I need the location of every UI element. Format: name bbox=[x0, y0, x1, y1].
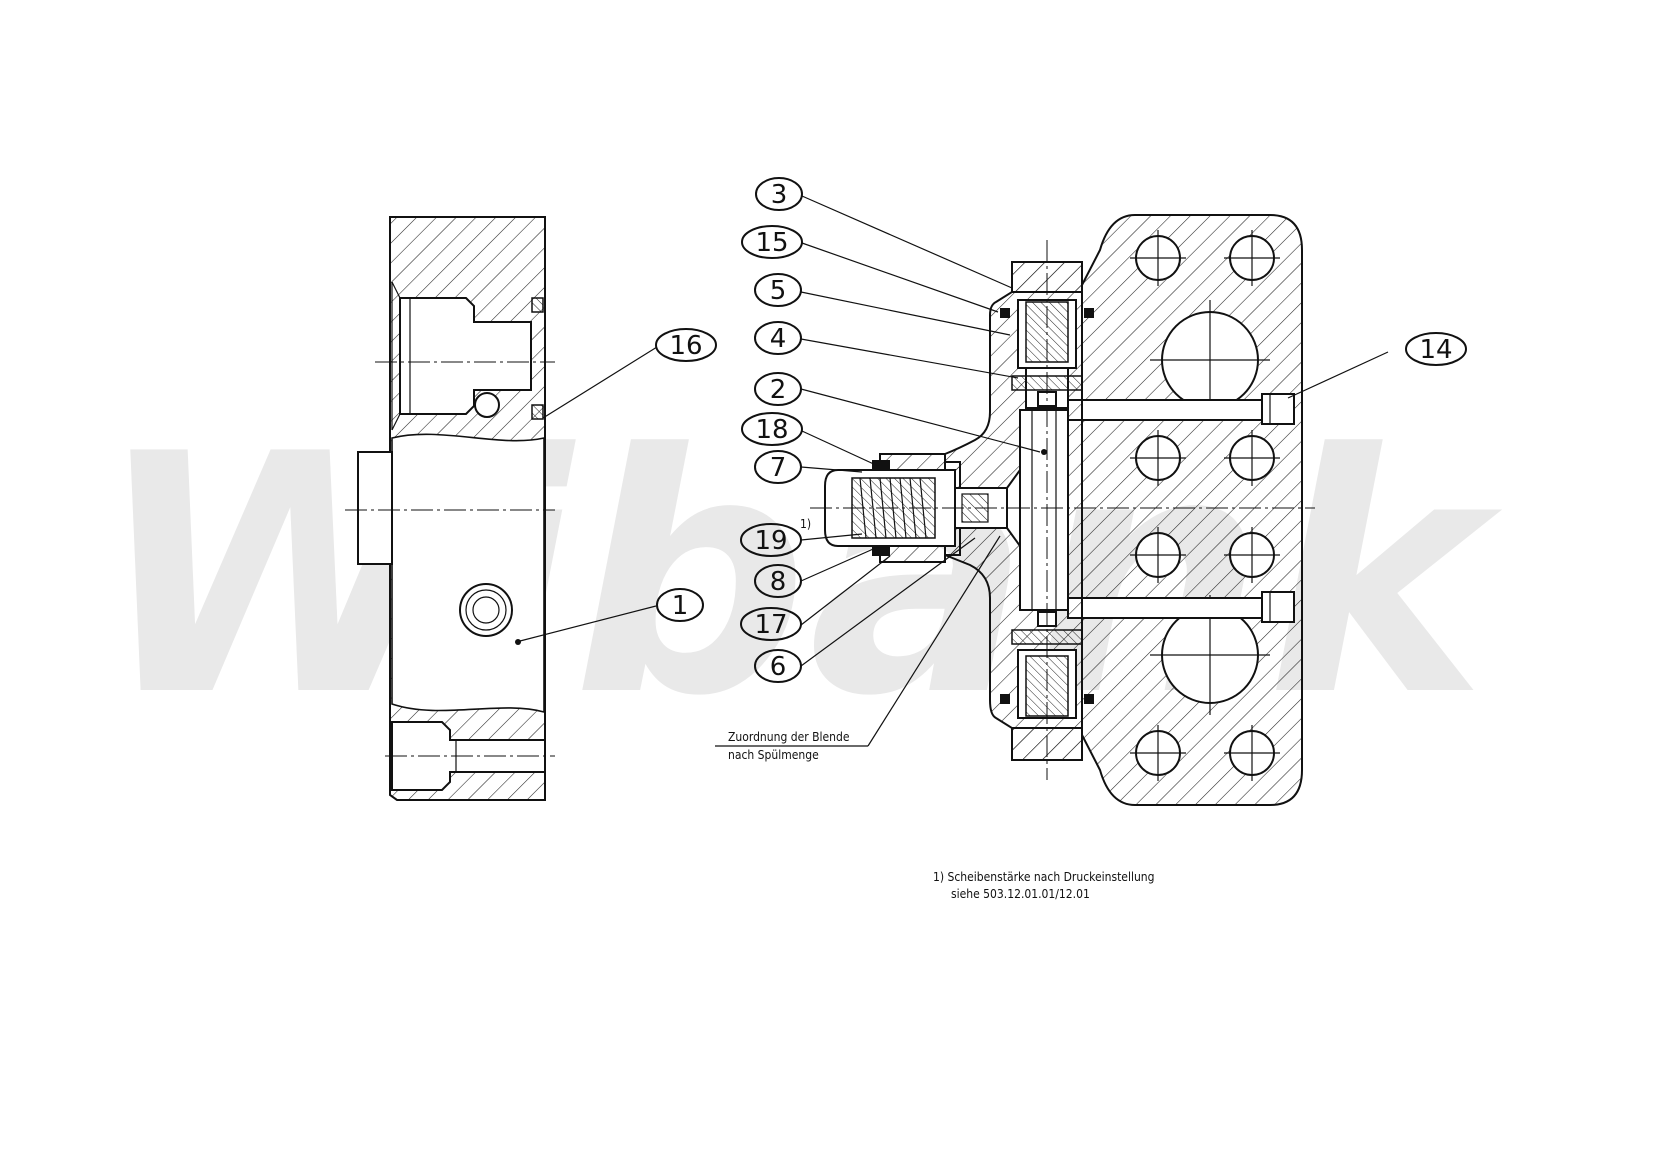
balloon-2: 2 bbox=[754, 372, 802, 406]
svg-text:17: 17 bbox=[754, 610, 787, 640]
balloon-7: 7 bbox=[754, 450, 802, 484]
svg-text:14: 14 bbox=[1419, 335, 1452, 365]
svg-text:15: 15 bbox=[755, 228, 788, 258]
svg-text:19: 19 bbox=[754, 526, 787, 556]
balloon-14: 14 bbox=[1405, 332, 1467, 366]
balloon-17: 17 bbox=[740, 607, 802, 641]
orifice-annotation: Zuordnung der Blende nach Spülmenge bbox=[728, 730, 850, 762]
balloon-16: 16 bbox=[655, 328, 717, 362]
svg-text:6: 6 bbox=[770, 652, 787, 682]
svg-text:2: 2 bbox=[770, 375, 787, 405]
svg-text:7: 7 bbox=[770, 453, 787, 483]
leader-lines bbox=[519, 195, 1389, 747]
svg-text:Zuordnung der Blende: Zuordnung der Blende bbox=[728, 730, 850, 744]
balloon-6: 6 bbox=[754, 649, 802, 683]
balloon-1: 1 bbox=[656, 588, 704, 622]
footnote: 1) Scheibenstärke nach Druckeinstellung … bbox=[933, 870, 1154, 901]
svg-text:16: 16 bbox=[669, 331, 702, 361]
svg-text:1) Scheibenstärke nach Druc: 1) Scheibenstärke nach Druckeinstellung bbox=[933, 870, 1154, 884]
balloon-8: 8 bbox=[754, 564, 802, 598]
svg-text:3: 3 bbox=[771, 180, 788, 210]
svg-text:18: 18 bbox=[755, 415, 788, 445]
left-view-housing bbox=[345, 216, 555, 801]
svg-text:8: 8 bbox=[770, 567, 787, 597]
svg-text:4: 4 bbox=[770, 324, 787, 354]
svg-text:nach Spülmenge: nach Spülmenge bbox=[728, 748, 819, 762]
balloon-18: 18 bbox=[741, 412, 803, 446]
balloon-5: 5 bbox=[754, 273, 802, 307]
svg-text:1: 1 bbox=[672, 591, 689, 621]
svg-text:5: 5 bbox=[770, 276, 787, 306]
balloon-19: 19 1) bbox=[740, 517, 811, 557]
balloon-4: 4 bbox=[754, 321, 802, 355]
balloon-15: 15 bbox=[741, 225, 803, 259]
svg-text:siehe 503.12.01.01/12.01: siehe 503.12.01.01/12.01 bbox=[951, 887, 1090, 901]
balloon-3: 3 bbox=[755, 177, 803, 211]
footnote-marker: 1) bbox=[800, 517, 811, 531]
right-view-assembly bbox=[810, 214, 1315, 806]
